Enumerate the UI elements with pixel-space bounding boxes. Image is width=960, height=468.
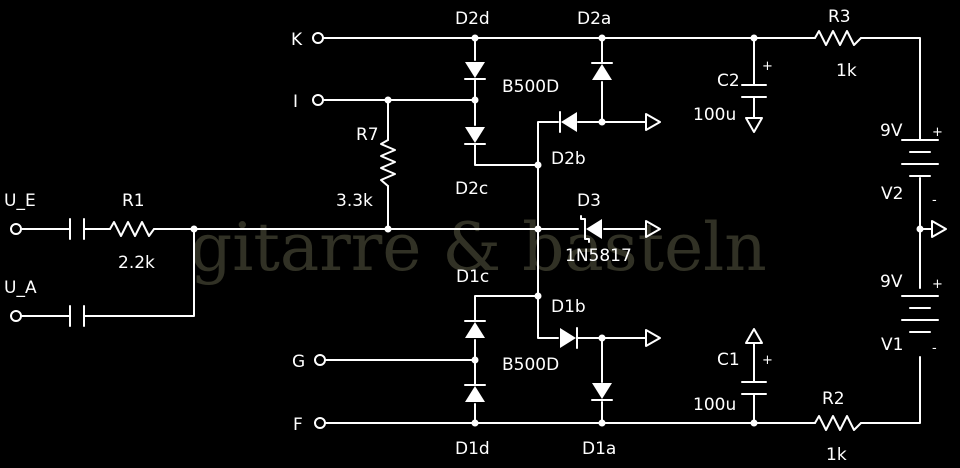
terminal-i-label: I (293, 92, 298, 112)
ground-d2b-icon (645, 113, 661, 131)
c2-polarity: + (762, 59, 773, 74)
c2-ref: C2 (717, 71, 740, 91)
diode-d2c-icon (464, 127, 486, 145)
v2-minus: - (932, 193, 937, 208)
r1-value: 2.2k (118, 253, 155, 273)
ground-c1-icon (745, 328, 763, 344)
ground-d1b-icon (645, 329, 661, 347)
terminal-u-a-icon[interactable] (10, 310, 22, 322)
v2-value: 9V (880, 121, 903, 141)
v1-minus: - (932, 341, 937, 356)
ground-c2-icon (745, 117, 763, 133)
diode-d2d-icon (464, 62, 486, 80)
diode-d2a-icon (591, 62, 613, 80)
terminal-u-e-label: U_E (4, 191, 36, 211)
d2a-label: D2a (577, 9, 611, 29)
bridge-bottom-value: B500D (502, 355, 559, 375)
r2-ref: R2 (822, 389, 845, 409)
terminal-u-a-label: U_A (4, 278, 37, 298)
d3-ref: D3 (577, 191, 601, 211)
terminal-f-icon[interactable] (314, 417, 326, 429)
d3-value: 1N5817 (565, 246, 632, 266)
terminal-k-icon[interactable] (312, 32, 324, 44)
junction-dots (190, 34, 924, 427)
d2d-label: D2d (455, 9, 490, 29)
diode-d1b-icon (560, 327, 578, 349)
r3-value: 1k (836, 61, 857, 81)
d1d-label: D1d (455, 439, 490, 459)
diode-d2b-icon (559, 111, 577, 133)
ground-d3-icon (645, 220, 661, 238)
r2-value: 1k (826, 445, 847, 465)
terminal-i-icon[interactable] (312, 94, 324, 106)
c2-value: 100u (693, 105, 736, 125)
d1c-label: D1c (456, 267, 489, 287)
terminal-f-label: F (293, 415, 303, 435)
bridge-top-value: B500D (502, 77, 559, 97)
diode-d1d-icon (464, 384, 486, 402)
resistor-r7-icon (380, 139, 396, 187)
capacitor-c1-icon (741, 381, 767, 395)
diode-d1c-icon (464, 320, 486, 338)
battery-v2-icon (901, 139, 939, 177)
d2b-label: D2b (551, 149, 586, 169)
terminal-k-label: K (291, 30, 303, 50)
resistor-r3-icon (814, 30, 862, 46)
ground-battery-icon (931, 220, 947, 238)
terminal-g-label: G (292, 352, 305, 372)
battery-v1-icon (901, 295, 939, 333)
resistor-r1-icon (109, 221, 155, 237)
c1-ref: C1 (717, 350, 740, 370)
c1-value: 100u (693, 395, 736, 415)
r1-ref: R1 (122, 191, 145, 211)
capacitor-input-icon (69, 218, 85, 240)
capacitor-output-icon (69, 305, 85, 327)
d2c-label: D2c (455, 179, 488, 199)
terminal-g-icon[interactable] (314, 354, 326, 366)
d1b-label: D1b (551, 297, 586, 317)
v2-plus: + (932, 125, 943, 140)
v1-ref: V1 (881, 335, 903, 355)
diode-d3-icon (580, 215, 602, 243)
watermark-text: gitarre & basteln (190, 209, 767, 286)
resistor-r2-icon (814, 415, 862, 431)
terminal-u-e-icon[interactable] (10, 223, 22, 235)
capacitor-c2-icon (741, 84, 767, 98)
r3-ref: R3 (828, 7, 851, 27)
r7-ref: R7 (356, 125, 379, 145)
wires (21, 37, 933, 424)
diode-d1a-icon (591, 383, 613, 401)
v1-value: 9V (880, 272, 903, 292)
d1a-label: D1a (582, 439, 616, 459)
v1-plus: + (932, 277, 943, 292)
r7-value: 3.3k (336, 191, 373, 211)
v2-ref: V2 (881, 184, 903, 204)
c1-polarity: + (762, 353, 773, 368)
